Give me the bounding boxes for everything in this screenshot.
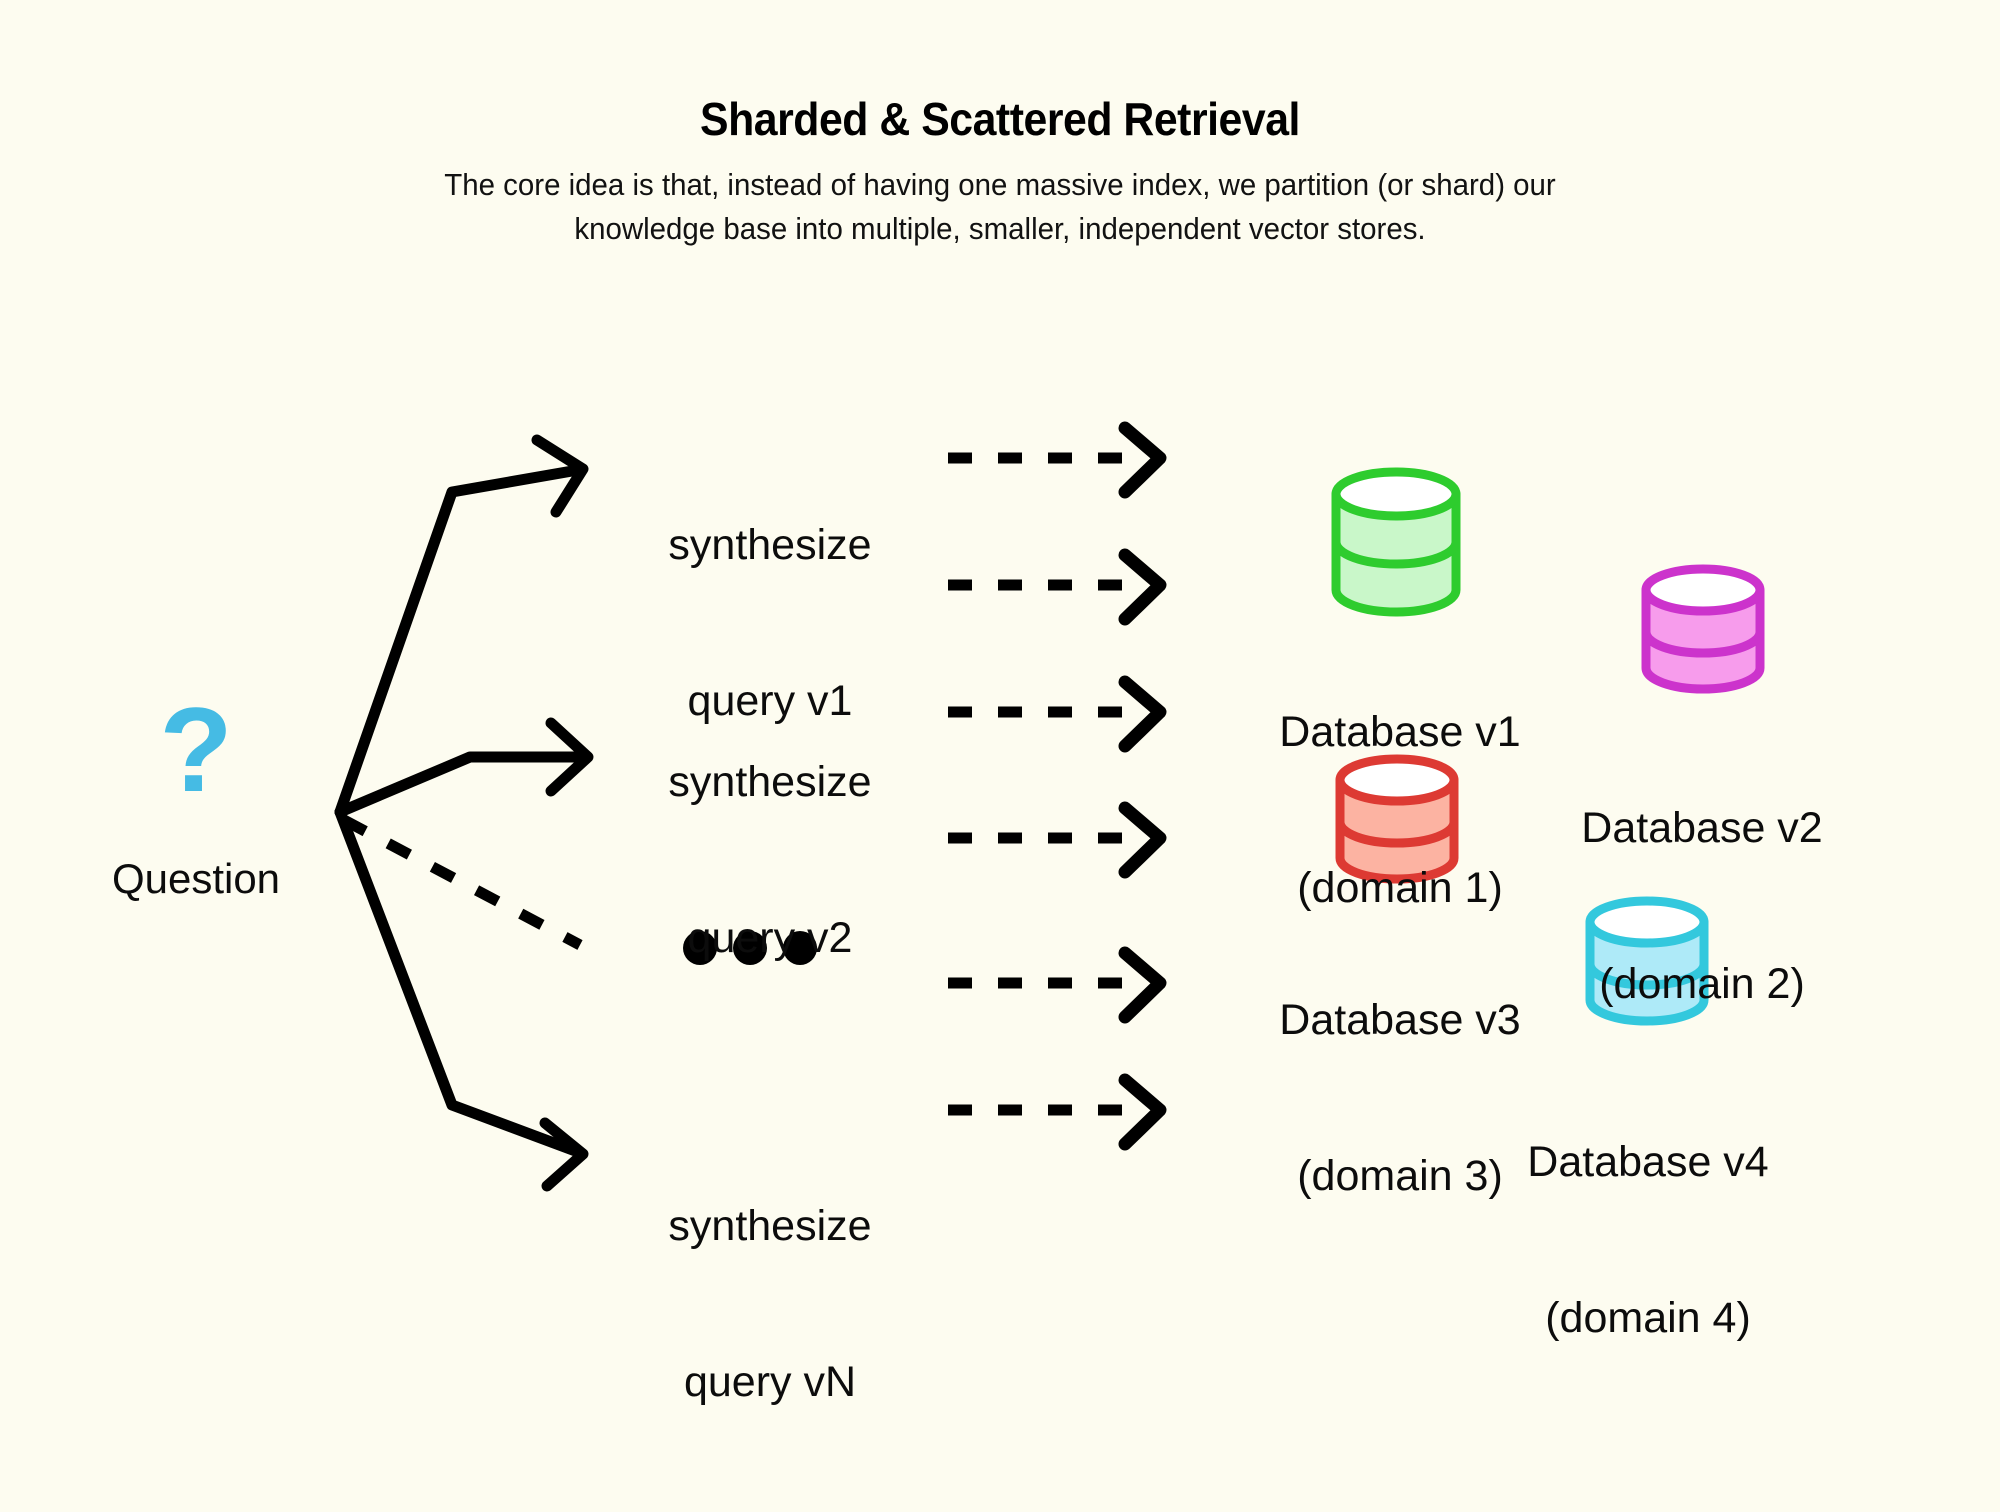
retrieval-arrow-2 — [948, 548, 1167, 626]
ellipsis-dot-1 — [683, 931, 717, 965]
arrow-to-query-v2 — [334, 751, 591, 818]
subtitle-line-1: The core idea is that, instead of having… — [444, 166, 1556, 202]
database-label-v1: Database v1 (domain 1) — [1190, 602, 1610, 1018]
arrowhead-query-v1 — [531, 434, 589, 518]
query-label-v1: synthesize query v1 — [600, 415, 940, 831]
database-v1-name: Database v1 — [1279, 708, 1521, 757]
query-v1-line-1: synthesize — [668, 521, 872, 570]
ellipsis-dot-3 — [783, 931, 817, 965]
database-v2-name: Database v2 — [1581, 804, 1823, 853]
subtitle-line-2: knowledge base into multiple, smaller, i… — [574, 210, 1426, 246]
query-vn-line-2: query vN — [683, 1358, 857, 1407]
database-icon-v2 — [1641, 564, 1765, 694]
retrieval-arrow-4 — [948, 801, 1167, 879]
database-icon-v4 — [1585, 896, 1709, 1026]
page-subtitle: The core idea is that, instead of having… — [240, 163, 1760, 251]
database-label-v3: Database v3 (domain 3) — [1190, 890, 1610, 1306]
arrow-to-query-vn — [334, 806, 584, 1158]
fanout-arrows — [334, 434, 594, 1192]
database-icon-v3 — [1335, 754, 1459, 884]
arrowhead-query-vn — [539, 1117, 589, 1192]
page-title: Sharded & Scattered Retrieval — [700, 93, 1300, 145]
database-v1-domain: (domain 1) — [1297, 864, 1503, 913]
query-v1-line-2: query v1 — [687, 677, 853, 726]
retrieval-arrow-5 — [948, 946, 1167, 1024]
database-icon-v1 — [1331, 467, 1461, 617]
retrieval-arrows — [948, 421, 1167, 1151]
retrieval-arrow-1 — [948, 421, 1167, 499]
query-label-v2: synthesize query v2 — [600, 652, 940, 1068]
ellipsis-dots — [683, 931, 817, 965]
database-label-v4: Database v4 (domain 4) — [1438, 1032, 1858, 1448]
dashed-branch-arrows — [341, 815, 583, 950]
database-v3-domain: (domain 3) — [1297, 1152, 1503, 1201]
query-vn-line-1: synthesize — [668, 1202, 872, 1251]
diagram-graphics — [334, 421, 1765, 1192]
database-label-v2: Database v2 (domain 2) — [1492, 698, 1912, 1114]
header: Sharded & Scattered Retrieval The core i… — [0, 0, 2000, 251]
query-v2-line-2: query v2 — [687, 914, 853, 963]
database-v4-name: Database v4 — [1527, 1138, 1769, 1187]
dashed-branch-to-ellipsis — [341, 815, 583, 950]
question-mark-icon: ? — [159, 683, 233, 817]
question-label: Question — [111, 855, 281, 902]
diagram-canvas: Sharded & Scattered Retrieval The core i… — [0, 0, 2000, 1407]
retrieval-arrow-3 — [948, 675, 1167, 753]
ellipsis-dot-2 — [733, 931, 767, 965]
retrieval-arrow-6 — [948, 1073, 1167, 1151]
database-v2-domain: (domain 2) — [1599, 960, 1805, 1009]
database-v4-domain: (domain 4) — [1545, 1294, 1751, 1343]
arrow-to-query-v1 — [334, 464, 584, 818]
arrowhead-query-v2 — [545, 717, 594, 797]
query-v2-line-1: synthesize — [668, 758, 872, 807]
query-label-vn: synthesize query vN — [600, 1096, 940, 1512]
database-v3-name: Database v3 — [1279, 996, 1521, 1045]
